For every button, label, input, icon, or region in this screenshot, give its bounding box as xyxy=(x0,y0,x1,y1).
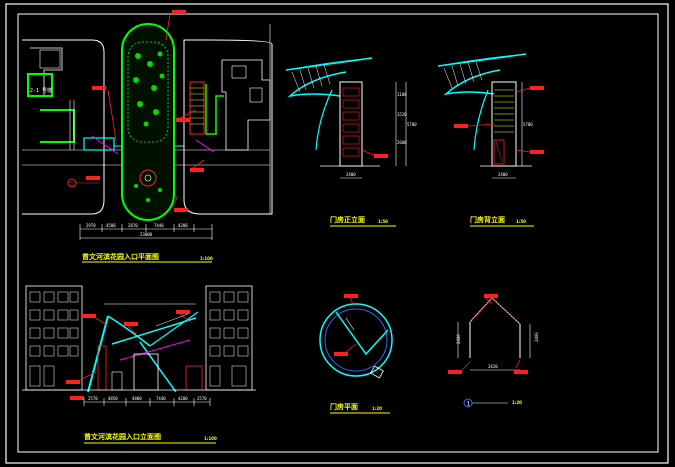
side-elev-title: 门房正立面 xyxy=(330,215,365,224)
detail-marker-text: 1 xyxy=(467,401,471,408)
gate-plan-ring-inner xyxy=(324,308,388,372)
outer-frame xyxy=(5,3,669,464)
plan-dim-4: 4200 xyxy=(178,223,188,228)
garden-oval xyxy=(121,23,175,221)
side-elev-scale: 1:50 xyxy=(378,219,388,224)
plan-dim-0: 2970 xyxy=(86,223,96,228)
side-elevation: 1100 1520 2600 5700 2400 门房正立面 1:50 xyxy=(285,57,417,227)
elev-dim-1: 4850 xyxy=(108,396,118,401)
gate-plan-scale: 1:20 xyxy=(372,406,382,411)
elev-dim-2: 4800 xyxy=(132,396,142,401)
plan-dim-total: 23000 xyxy=(140,232,153,237)
side-dim-1: 1520 xyxy=(397,112,407,117)
back-elev-title: 门房背立面 xyxy=(470,215,505,224)
detail-scale: 1:20 xyxy=(512,400,522,405)
elev-dim-0: 2570 xyxy=(88,396,98,401)
road-label: 2-1 号楼 xyxy=(30,87,52,94)
plan-dim-3: 7440 xyxy=(154,223,164,228)
elevation-title: 曾文河滨花园入口立面图 xyxy=(84,432,161,441)
gate-plan: 门房平面 1:20 xyxy=(319,294,393,414)
back-dim-1: 2400 xyxy=(498,172,508,177)
gate-plan-ring-outer xyxy=(319,303,393,377)
roof-detail: 2400 3420 2400 1 1:20 xyxy=(448,294,539,408)
elevation-scale: 1:100 xyxy=(204,436,217,441)
gate-plan-title: 门房平面 xyxy=(330,402,358,411)
side-dim-0: 1100 xyxy=(397,92,407,97)
plan-dim-1: 4500 xyxy=(106,223,116,228)
plan-marker-text: 1 xyxy=(70,181,74,188)
plan-scale: 1:100 xyxy=(200,256,213,261)
side-dim-2: 2600 xyxy=(397,140,407,145)
detail-dim-2: 2400 xyxy=(534,332,539,342)
side-dim-3: 5700 xyxy=(407,122,417,127)
side-dim-4: 2400 xyxy=(346,172,356,177)
plan-dim-2: 2870 xyxy=(128,223,138,228)
back-elevation: 5700 2400 门房背立面 1:50 xyxy=(437,53,544,227)
detail-dim-0: 2400 xyxy=(456,334,461,344)
back-dim-0: 5700 xyxy=(523,122,533,127)
elev-dim-3: 7440 xyxy=(156,396,166,401)
fountain-circle xyxy=(139,169,157,187)
elev-dim-4: 4200 xyxy=(178,396,188,401)
plan-title: 曾文河滨花园入口平面图 xyxy=(82,252,159,261)
inner-frame xyxy=(17,13,659,453)
entrance-elevation: 2570 4850 4800 7440 4200 2570 曾文河滨花园入口立面… xyxy=(22,285,256,444)
elev-dim-5: 2570 xyxy=(197,396,207,401)
back-elev-scale: 1:50 xyxy=(516,219,526,224)
detail-dim-1: 3420 xyxy=(488,364,498,369)
site-plan: 2-1 号楼 xyxy=(22,10,273,263)
